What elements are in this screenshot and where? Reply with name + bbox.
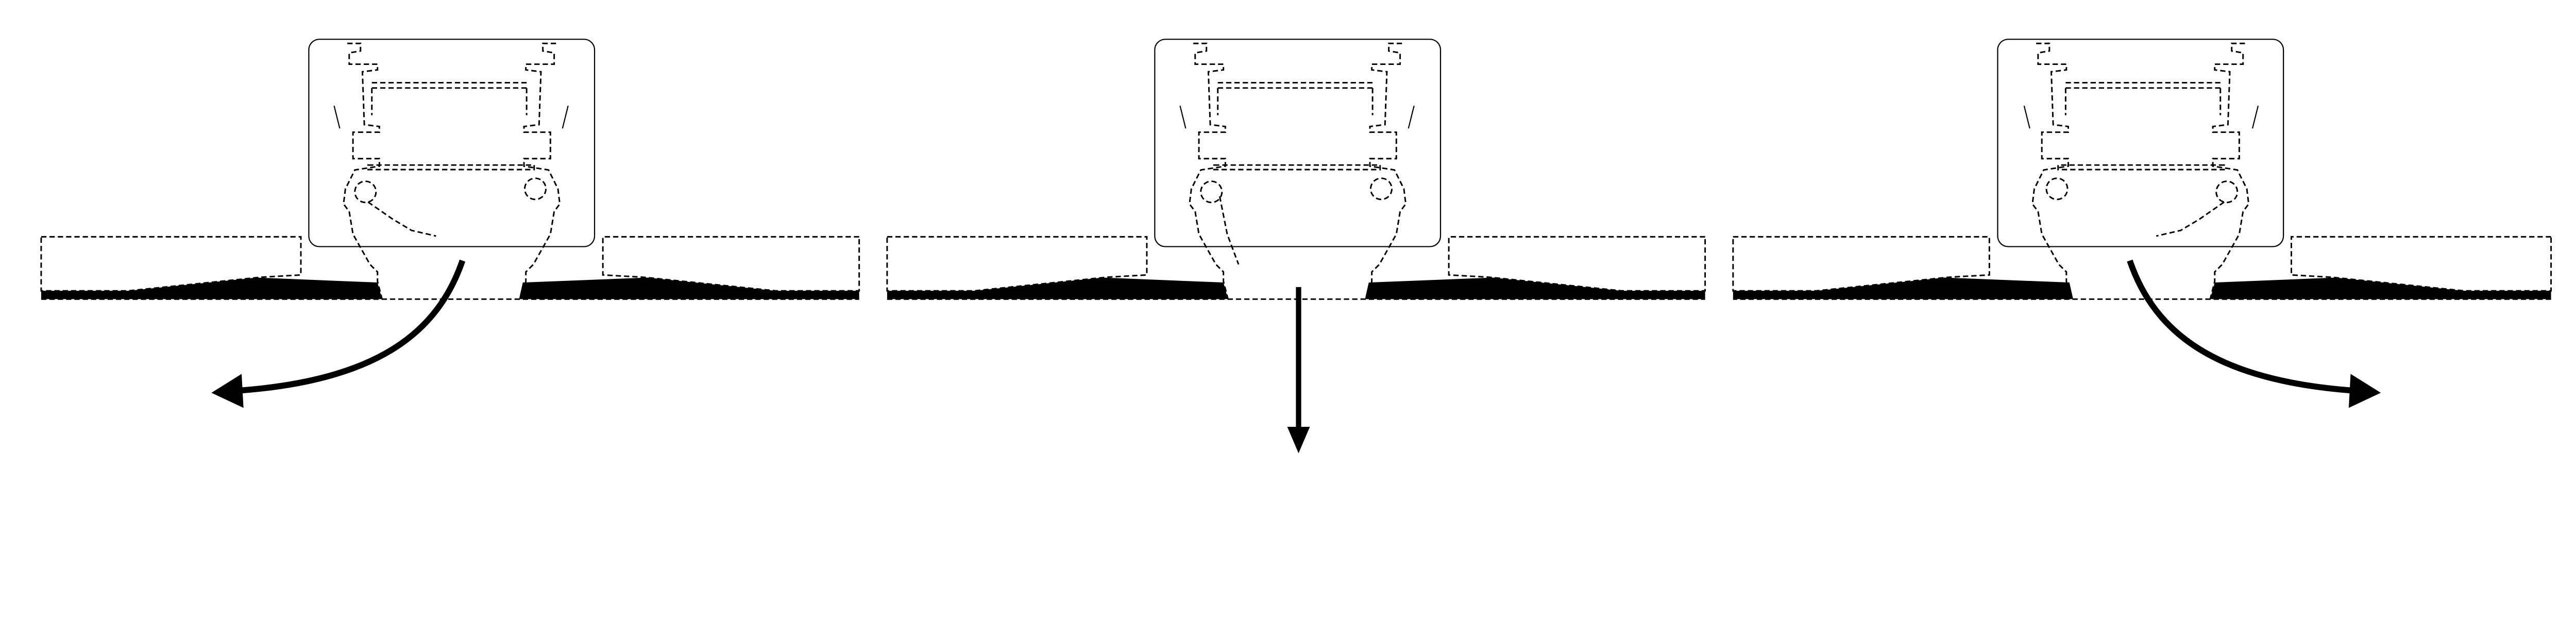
left-frame-profile: [1189, 42, 1229, 299]
right-seal-wedge: [519, 277, 859, 299]
left-seal-wedge: [887, 277, 1228, 299]
right-pivot: [2045, 177, 2069, 201]
housing-outline: [308, 39, 596, 247]
left-seal-wedge: [41, 277, 382, 299]
right-frame-profile: [1366, 42, 1407, 299]
panel-closed: [886, 39, 1706, 454]
right-seal-wedge: [1365, 277, 1705, 299]
panel-open-right: [1732, 39, 2552, 408]
retaining-clips: [1179, 105, 1415, 129]
arrow-curve-shaft: [2127, 259, 2359, 394]
left-seal-wedge: [2210, 277, 2551, 299]
left-pivot: [1200, 180, 1223, 204]
right-pivot: [524, 177, 547, 201]
top-rail: [1217, 81, 1374, 115]
bottom-spring-rail: [1213, 164, 1381, 171]
hatch-mechanism-diagram: [40, 39, 2552, 454]
flap-open: [2156, 201, 2225, 237]
flap-open: [367, 201, 436, 237]
top-rail: [371, 81, 528, 115]
right-pivot: [1369, 177, 1393, 201]
panel-open-left: [40, 39, 860, 408]
left-frame-profile: [2209, 42, 2250, 299]
right-frame-profile: [520, 42, 561, 299]
left-pivot: [354, 180, 377, 204]
retaining-clips: [333, 105, 569, 129]
left-floor-slab: [2291, 236, 2552, 292]
left-frame-profile: [343, 42, 383, 299]
left-pivot: [2215, 180, 2239, 204]
right-seal-wedge: [1733, 277, 2074, 299]
retaining-clips: [2023, 105, 2259, 129]
arrow-curve-head: [211, 374, 244, 408]
bottom-spring-rail: [2057, 164, 2225, 171]
right-frame-profile: [2031, 42, 2072, 299]
top-rail: [2064, 81, 2222, 115]
arrow-curve-head: [2348, 374, 2381, 408]
bottom-spring-rail: [367, 164, 535, 171]
housing-outline: [1997, 39, 2284, 247]
arrow-curve-shaft: [233, 259, 466, 394]
left-floor-slab: [40, 236, 302, 292]
flap-closed: [1218, 196, 1240, 265]
arrow-down-head: [1287, 426, 1310, 454]
housing-outline: [1154, 39, 1442, 247]
